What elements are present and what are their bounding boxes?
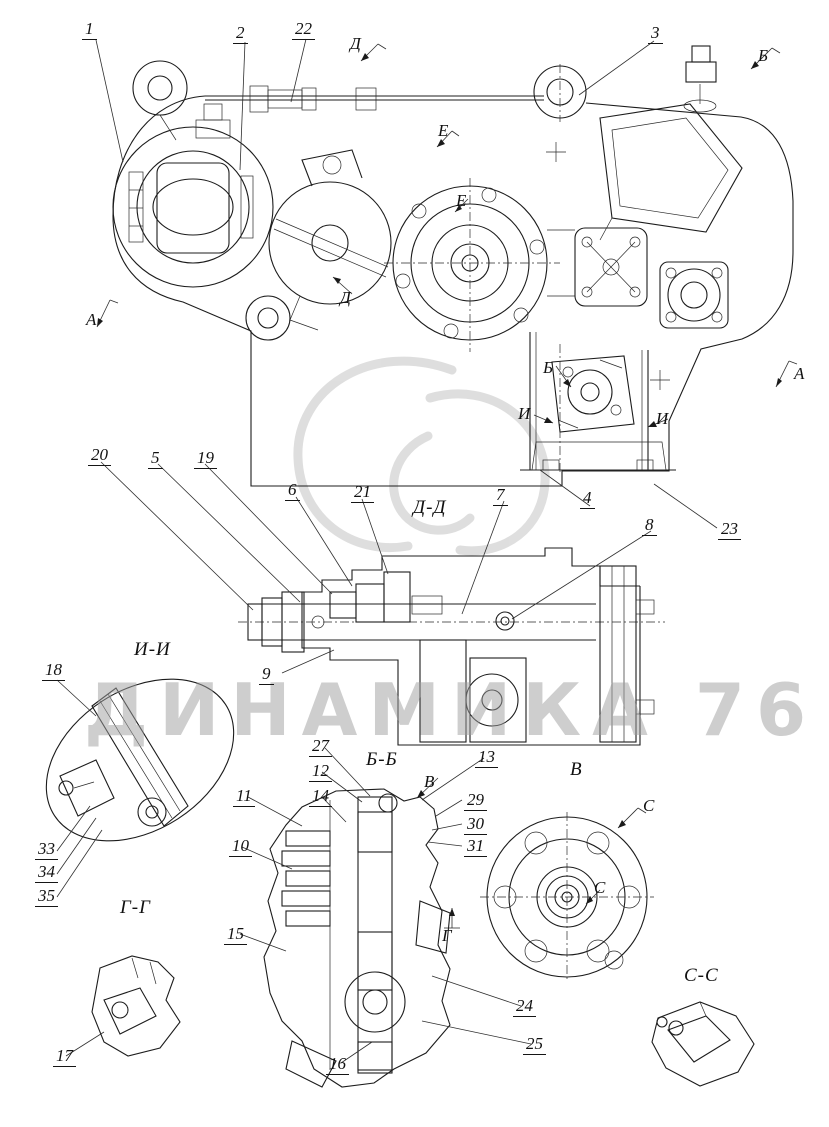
top-view xyxy=(112,45,794,487)
callout-label: 27 xyxy=(309,737,332,757)
cutting-plane-marker-s-mid: С xyxy=(594,878,606,897)
cutting-plane-marker-i-left: И xyxy=(518,404,531,423)
view-label-v: В xyxy=(570,759,583,780)
callout-label: 31 xyxy=(464,837,487,857)
view-v xyxy=(480,812,654,982)
callout-label: 11 xyxy=(233,787,255,807)
callout-label: 4 xyxy=(580,489,595,509)
callout-label: 23 xyxy=(718,520,741,540)
leaders-section-ii xyxy=(56,679,103,898)
leaders-section-dd xyxy=(100,461,652,674)
callout-label: 3 xyxy=(648,24,663,44)
callout-label: 7 xyxy=(493,486,508,506)
view-arrow-marker-v: В xyxy=(424,772,435,791)
leaders-section-bb xyxy=(239,747,532,1064)
callout-label: 14 xyxy=(309,787,332,807)
section-label-dd: Д-Д xyxy=(413,497,447,518)
callout-label: 35 xyxy=(35,887,58,907)
watermark: ДИНАМИКА 76 xyxy=(84,668,818,752)
callout-label: 16 xyxy=(326,1055,349,1075)
callout-label: 30 xyxy=(464,815,487,835)
callout-label: 5 xyxy=(148,449,163,469)
leaders-top-view xyxy=(95,38,718,529)
section-gg xyxy=(65,955,181,1057)
cutting-plane-marker-i-right: И xyxy=(656,409,669,428)
cutting-plane-marker-a-right: А xyxy=(794,364,805,383)
section-ss xyxy=(651,1001,755,1087)
section-ii xyxy=(45,678,235,842)
section-label-ii: И-И xyxy=(134,639,171,660)
callout-label: 10 xyxy=(229,837,252,857)
callout-label: 34 xyxy=(35,863,58,883)
callout-label: 8 xyxy=(642,516,657,536)
cutting-plane-marker-g: Г xyxy=(442,926,452,945)
callout-label: 9 xyxy=(259,665,274,685)
callout-label: 12 xyxy=(309,762,332,782)
callout-label: 2 xyxy=(233,24,248,44)
callout-label: 17 xyxy=(53,1047,76,1067)
section-label-ss: С-С xyxy=(684,965,719,986)
cutting-plane-marker-s-top: С xyxy=(643,796,655,815)
callout-label: 19 xyxy=(194,449,217,469)
cutting-plane-marker-d-top: Д xyxy=(350,34,361,53)
callout-label: 33 xyxy=(35,840,58,860)
cutting-plane-marker-b-top: Б xyxy=(758,46,769,65)
section-dd xyxy=(238,547,665,746)
callout-label: 29 xyxy=(464,791,487,811)
section-label-bb: Б-Б xyxy=(366,749,398,770)
section-arrows xyxy=(96,43,798,929)
callout-label: 13 xyxy=(475,748,498,768)
callout-label: 22 xyxy=(292,20,315,40)
watermark-logo-icon xyxy=(293,356,550,556)
callout-label: 25 xyxy=(523,1035,546,1055)
cutting-plane-marker-e-upper: Е xyxy=(438,121,449,140)
cutting-plane-marker-b-mid: Б xyxy=(543,358,554,377)
callout-label: 15 xyxy=(224,925,247,945)
cutting-plane-marker-a-left: А xyxy=(86,310,97,329)
section-bb xyxy=(263,788,451,1088)
callout-label: 24 xyxy=(513,997,536,1017)
cutting-plane-marker-e-lower: Е xyxy=(456,191,467,210)
callout-label: 6 xyxy=(285,481,300,501)
cutting-plane-marker-d-mid: Д xyxy=(340,288,351,307)
section-label-gg: Г-Г xyxy=(120,897,151,918)
callout-label: 1 xyxy=(82,20,97,40)
callout-label: 18 xyxy=(42,661,65,681)
callout-label: 20 xyxy=(88,446,111,466)
callout-label: 21 xyxy=(351,483,374,503)
